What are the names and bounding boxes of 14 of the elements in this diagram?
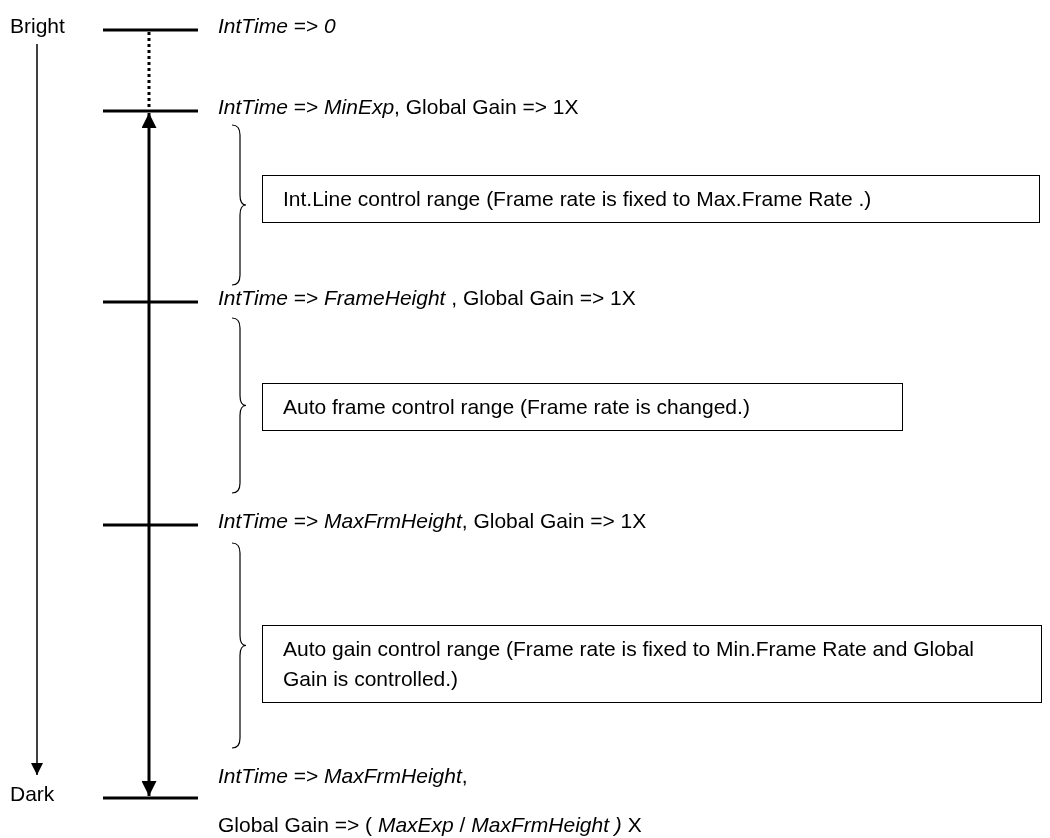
range-box bbox=[262, 175, 1040, 223]
setting-text: Global Gain => ( MaxExp / MaxFrmHeight ) X bbox=[218, 813, 642, 837]
setting-text: IntTime => 0 bbox=[218, 14, 336, 38]
setting-text: IntTime => MaxFrmHeight, bbox=[218, 764, 468, 788]
range-text: Auto gain control range (Frame rate is fixed to Min.Frame Rate and Global Gain is controlled.) bbox=[283, 636, 975, 692]
setting-text: IntTime => MinExp, Global Gain => 1X bbox=[218, 95, 579, 119]
setting-text: IntTime => MaxFrmHeight, Global Gain => 1X bbox=[218, 509, 647, 533]
setting-text: IntTime => FrameHeight , Global Gain => 1X bbox=[218, 286, 636, 310]
scale-label: Bright bbox=[10, 14, 65, 38]
scale-label: Dark bbox=[10, 782, 55, 806]
range-box bbox=[262, 625, 1042, 703]
range-text: Int.Line control range (Frame rate is fixed to Max.Frame Rate .) bbox=[283, 186, 873, 212]
range-text: Auto frame control range (Frame rate is changed.) bbox=[283, 394, 751, 420]
range-box bbox=[262, 383, 903, 431]
